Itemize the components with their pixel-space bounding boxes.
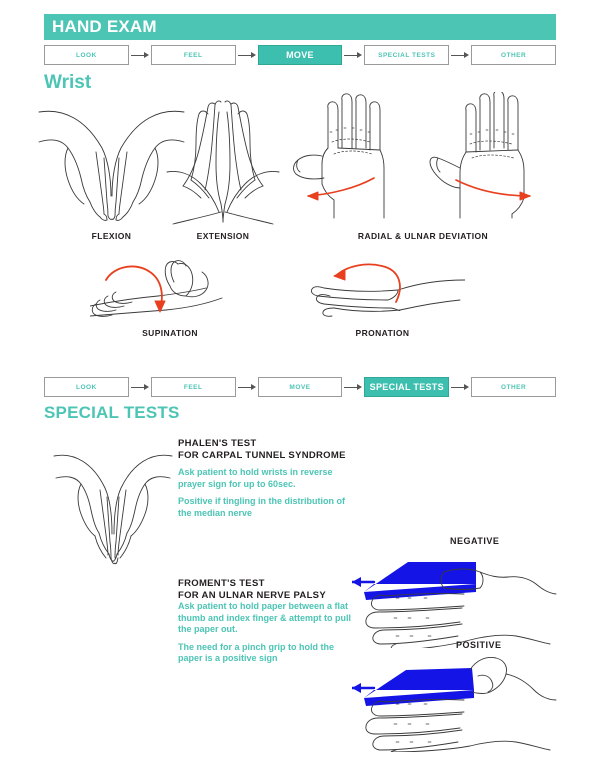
nav-top-item-look[interactable]: LOOK (44, 45, 129, 65)
nav-bottom-item-look[interactable]: LOOK (44, 377, 129, 397)
froment-positive-label: POSITIVE (456, 640, 502, 650)
chevron-right-icon (449, 45, 471, 65)
phalen-test-subtitle: FOR CARPAL TUNNEL SYNDROME (178, 449, 346, 461)
nav-top-item-feel[interactable]: FEEL (150, 45, 236, 65)
test-block-froment: FROMENT'S TEST FOR AN ULNAR NERVE PALSY … (178, 578, 358, 665)
phalen-test-instruction: Ask patient to hold wrists in reverse pr… (178, 467, 333, 489)
caption-pronation: PRONATION (355, 328, 410, 338)
chevron-right-icon (342, 45, 364, 65)
section-heading-wrist: Wrist (44, 72, 92, 93)
chevron-right-icon (236, 377, 258, 397)
nav-top-item-other[interactable]: OTHER (471, 45, 556, 65)
froment-negative-label: NEGATIVE (450, 536, 500, 546)
figure-radial-ulnar-deviation (290, 90, 556, 222)
froment-test-instruction: Ask patient to hold paper between a flat… (178, 601, 351, 634)
nav-bottom-item-move[interactable]: MOVE (257, 377, 343, 397)
froment-test-result: The need for a pinch grip to hold the pa… (178, 641, 334, 664)
phalen-test-result: Positive if tingling in the distribution… (178, 496, 345, 518)
exam-step-nav-bottom: LOOK FEEL MOVE SPECIAL TESTS OTHER (44, 376, 556, 398)
chevron-right-icon (129, 45, 151, 65)
caption-extension: EXTENSION (196, 231, 250, 241)
page-title: HAND EXAM (52, 17, 157, 36)
nav-top-item-move[interactable]: MOVE (257, 45, 343, 65)
chevron-right-icon (129, 377, 151, 397)
figure-extension (163, 98, 283, 226)
caption-supination: SUPINATION (142, 328, 198, 338)
phalen-test-name: PHALEN'S TEST (178, 438, 257, 449)
chevron-right-icon (236, 45, 258, 65)
figure-pronation (300, 258, 466, 323)
caption-flexion: FLEXION (91, 231, 132, 241)
nav-bottom-item-other[interactable]: OTHER (471, 377, 556, 397)
section-heading-special-tests: SPECIAL TESTS (44, 403, 180, 422)
nav-bottom-item-feel[interactable]: FEEL (150, 377, 236, 397)
test-block-phalen: PHALEN'S TEST FOR CARPAL TUNNEL SYNDROME… (178, 438, 358, 519)
figure-flexion (34, 100, 189, 225)
figure-phalen-reverse-prayer (48, 442, 178, 572)
caption-radial-ulnar-deviation: RADIAL & ULNAR DEVIATION (357, 231, 489, 241)
chevron-right-icon (342, 377, 364, 397)
chevron-right-icon (449, 377, 471, 397)
figure-froment-negative (350, 548, 560, 651)
figure-supination (89, 258, 250, 323)
exam-step-nav-top: LOOK FEEL MOVE SPECIAL TESTS OTHER (44, 44, 556, 66)
nav-bottom-item-special-tests[interactable]: SPECIAL TESTS (364, 377, 450, 397)
figure-froment-positive (350, 652, 560, 753)
froment-test-name: FROMENT'S TEST (178, 578, 265, 589)
page-header-bar: HAND EXAM (44, 14, 556, 40)
nav-top-item-special-tests[interactable]: SPECIAL TESTS (364, 45, 450, 65)
froment-test-subtitle: FOR AN ULNAR NERVE PALSY (178, 589, 326, 601)
